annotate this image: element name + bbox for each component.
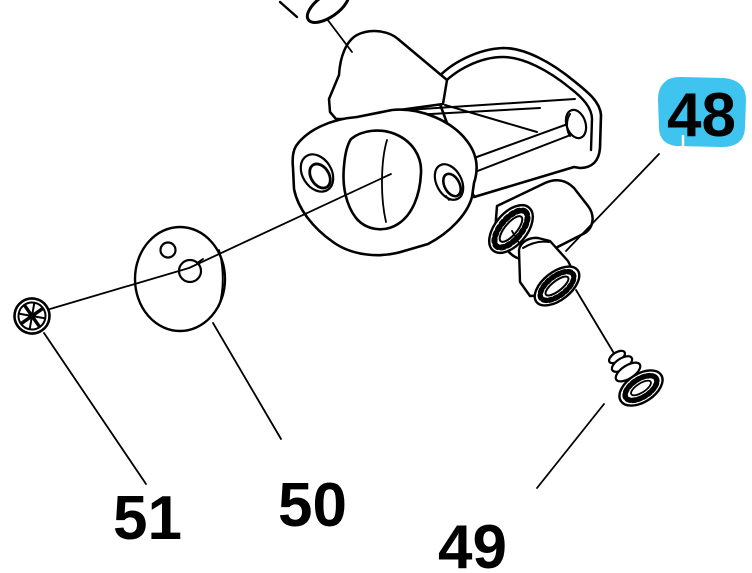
body-rail-line: [390, 98, 576, 112]
leader-line-51: [43, 332, 147, 485]
bushing-top-rim: [522, 240, 550, 249]
axis-line-disc-flange: [188, 173, 392, 269]
bushing-part-48: [517, 236, 581, 307]
body-rear-plate: [434, 46, 603, 199]
leader-lines: [43, 18, 660, 489]
boss-face-hatch-ring: [491, 207, 531, 251]
label-51-text[interactable]: 51: [113, 484, 182, 553]
disc-thickness-edge: [218, 249, 224, 307]
axis-line-screw51-disc: [49, 267, 190, 310]
leader-line-49: [536, 403, 605, 489]
disc-center-notch: [196, 258, 204, 264]
body-rear-plate-inner-rim: [439, 55, 594, 152]
screw49-flange-inner: [630, 379, 652, 397]
top-screw-washer: [305, 0, 351, 24]
flange-right-hole-tick: [445, 195, 450, 201]
screw49-flange-hatch-ring: [622, 372, 660, 404]
body-bore-line1: [473, 120, 577, 159]
axis-line-top-screw: [326, 18, 353, 53]
disc-outline: [133, 225, 227, 333]
label-48-text[interactable]: 48: [667, 81, 736, 150]
boss-face-inner: [498, 215, 524, 243]
leader-line-50: [212, 322, 282, 440]
axis-line-bushing-screw49: [575, 289, 616, 356]
flange-left-bolt-hole-inner: [308, 162, 332, 190]
label-48-highlight[interactable]: [658, 77, 746, 147]
part-label-48[interactable]: 48: [658, 77, 746, 150]
top-screw-stub: [278, 0, 299, 19]
disc-small-hole: [159, 241, 177, 259]
disc-part-50: [133, 225, 227, 333]
screw-part-49: [607, 349, 664, 407]
top-screw-partial-part: [278, 0, 351, 24]
main-body-part: [291, 29, 603, 261]
label-50-text[interactable]: 50: [278, 471, 347, 540]
bushing-flange-hatch-ring: [537, 268, 577, 304]
leader-line-48: [565, 153, 660, 252]
flange-right-bolt-hole: [433, 163, 465, 201]
body-rear-bolt-hole-depth: [566, 113, 571, 137]
flange-left-bolt-hole: [299, 153, 335, 193]
flange-right-bolt-hole-inner: [442, 172, 462, 198]
label-49-text[interactable]: 49: [438, 513, 507, 573]
screw51-drive-plus: [19, 303, 45, 329]
bushing-flange-inner: [544, 275, 570, 297]
screw-part-51: [13, 297, 51, 335]
body-bore-line2: [474, 135, 569, 173]
screw51-head-inner: [17, 301, 47, 331]
body-inner-edge: [444, 104, 538, 133]
